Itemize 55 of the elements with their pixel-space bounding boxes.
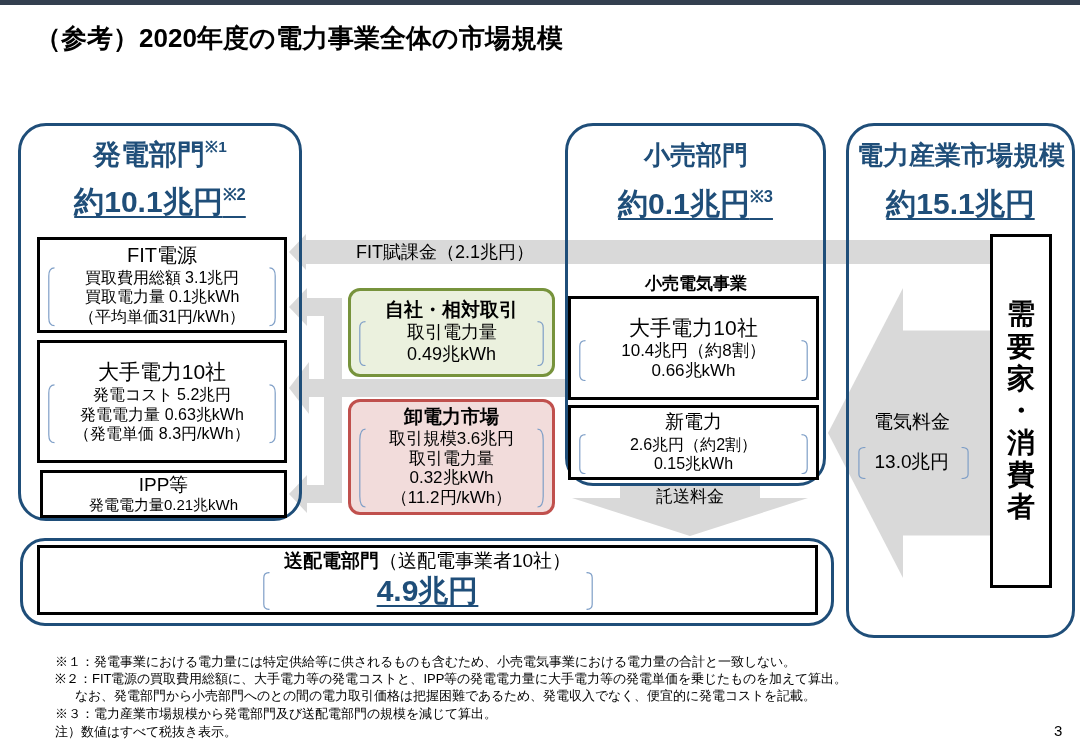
section-heading: 発電部門$^{※1}$ — [93, 138, 227, 172]
info-box — [37, 545, 818, 615]
box-title: 自社・相対取引 — [385, 298, 518, 322]
subheading: 小売電気事業 — [644, 274, 747, 295]
amount-value: 4.9兆円 — [376, 573, 479, 610]
edge-label: 託送料金 — [653, 487, 727, 507]
box-detail: 取引電力量 — [409, 448, 494, 469]
box-detail: 0.66兆kWh — [651, 360, 736, 381]
rounded-box — [348, 399, 555, 515]
footnote: 注）数値はすべて税抜き表示。 — [55, 724, 237, 740]
box-detail: 発電電力量0.21兆kWh — [88, 496, 239, 515]
block-arrow — [289, 234, 990, 270]
box-title: 卸電力市場 — [404, 405, 499, 429]
section-heading: 小売部門 — [643, 140, 748, 172]
rounded-box — [348, 288, 555, 377]
box-title: 新電力 — [665, 410, 722, 434]
box-detail: 取引電力量 — [406, 322, 497, 344]
section-panel — [18, 123, 302, 521]
box-detail: （平均単価31円/kWh） — [78, 306, 246, 326]
info-box — [37, 340, 287, 463]
box-title: FIT電源 — [127, 243, 197, 268]
vertical-label: 需要家・消費者 — [1006, 298, 1036, 524]
footnote: ※３：電力産業市場規模から発電部門及び送配電部門の規模を減じて算出。 — [55, 706, 497, 722]
box-detail: （発電単価 8.3円/kWh） — [74, 423, 250, 443]
box-detail: 取引規模3.6兆円 — [388, 429, 515, 449]
page-title: （参考）2020年度の電力事業全体の市場規模 — [35, 22, 563, 55]
box-detail: 0.32兆kWh — [409, 468, 494, 488]
section-amount: 約15.1兆円 — [886, 186, 1035, 222]
info-box — [568, 296, 819, 400]
box-detail: 発電コスト 5.2兆円 — [92, 385, 232, 405]
box-title: 大手電力10社 — [97, 359, 227, 385]
page-number: 3 — [1054, 722, 1063, 740]
box-title: 大手電力10社 — [629, 314, 758, 341]
box-detail: 2.6兆円（約2割） — [629, 434, 758, 454]
section-panel — [565, 123, 826, 486]
box-detail: 買取費用総額 3.1兆円 — [84, 268, 240, 288]
info-box — [990, 234, 1052, 588]
box-detail: 買取電力量 0.1兆kWh — [84, 287, 240, 307]
footnote: ※２：FIT電源の買取費用総額に、大手電力等の発電コストと、IPP等の発電電力量に大手電力等の発電単価を乗じたものを加えて算出。 — [55, 671, 848, 687]
footnote: ※１：発電事業における電力量には特定供給等に供されるものも含むため、小売電気事業における電力量の合計と一致しない。 — [55, 654, 796, 670]
box-title: 送配電部門（送配電事業者10社） — [283, 549, 572, 573]
section-amount: 約0.1兆円$^{※3}$ — [618, 186, 773, 222]
box-title: IPP等 — [138, 473, 189, 497]
section-frame — [20, 538, 834, 626]
box-detail: 発電電力量 0.63兆kWh — [80, 404, 244, 424]
section-amount: 約10.1兆円$^{※2}$ — [74, 184, 246, 220]
box-detail: 10.4兆円（約8割） — [621, 341, 766, 361]
box-detail: 0.15兆kWh — [653, 453, 734, 474]
info-box — [568, 405, 819, 480]
box-detail: （11.2円/kWh） — [390, 487, 513, 508]
info-box — [40, 470, 287, 518]
info-box — [37, 237, 287, 333]
section-heading: 電力産業市場規模 — [856, 140, 1065, 172]
box-detail: 0.49兆kWh — [406, 343, 496, 366]
footnote: なお、発電部門から小売部門へのとの間の電力取引価格は把握困難であるため、発電収入でなく、便宜的に発電コストを記載。 — [75, 688, 816, 704]
